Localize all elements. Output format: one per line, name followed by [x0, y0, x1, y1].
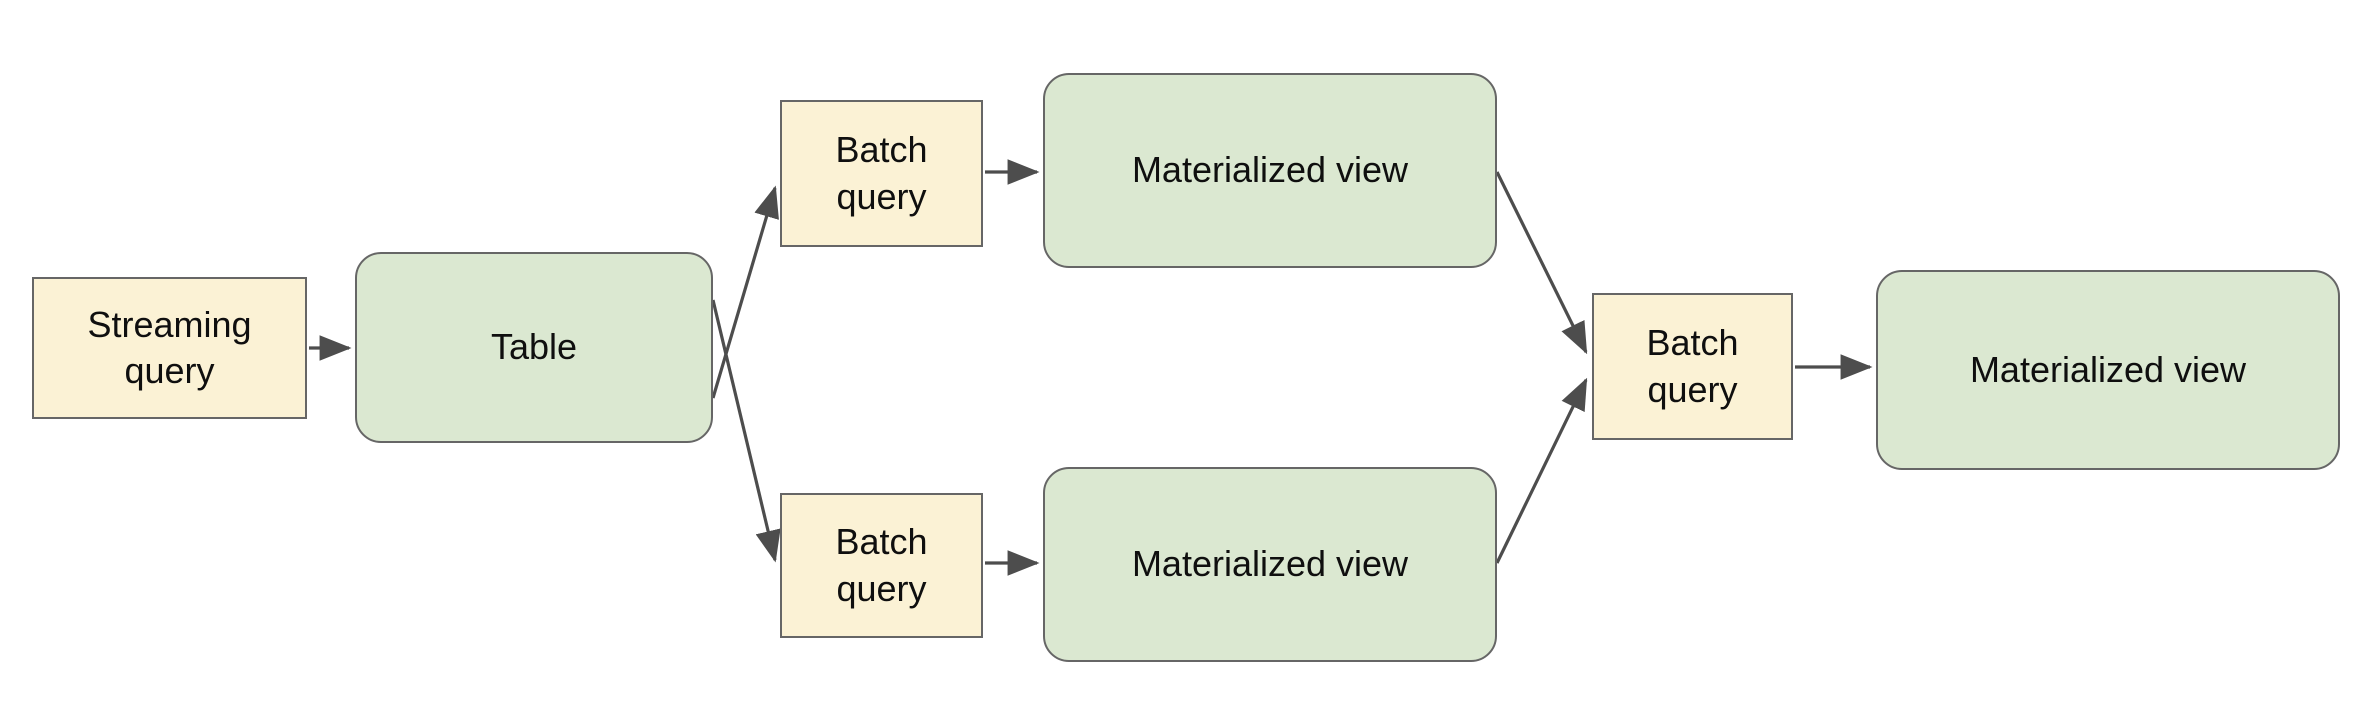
- node-label-batch-query-top: Batch query: [835, 129, 928, 217]
- edge-materialized-view-top-to-batch-query-merge: [1495, 171, 1588, 355]
- node-batch-query-bottom[interactable]: Batch query: [780, 493, 983, 638]
- node-batch-query-top[interactable]: Batch query: [780, 100, 983, 247]
- node-label-batch-query-merge: Batch query: [1646, 322, 1739, 410]
- node-streaming-query[interactable]: Streaming query: [32, 277, 307, 419]
- edge-table-to-batch-query-bottom: [711, 299, 781, 563]
- node-batch-query-merge[interactable]: Batch query: [1592, 293, 1793, 440]
- node-label-materialized-view-final: Materialized view: [1969, 348, 2247, 390]
- node-materialized-view-final[interactable]: Materialized view: [1876, 270, 2340, 470]
- node-materialized-view-bottom[interactable]: Materialized view: [1043, 467, 1497, 662]
- node-label-table: Table: [490, 326, 578, 368]
- node-label-streaming-query: Streaming query: [87, 303, 252, 391]
- node-label-materialized-view-top: Materialized view: [1131, 149, 1409, 191]
- node-label-batch-query-bottom: Batch query: [835, 521, 928, 609]
- node-label-materialized-view-bottom: Materialized view: [1131, 543, 1409, 585]
- node-materialized-view-top[interactable]: Materialized view: [1043, 73, 1497, 268]
- edge-table-to-batch-query-top: [711, 185, 779, 399]
- edge-materialized-view-bottom-to-batch-query-merge: [1495, 377, 1588, 564]
- node-table[interactable]: Table: [355, 252, 713, 443]
